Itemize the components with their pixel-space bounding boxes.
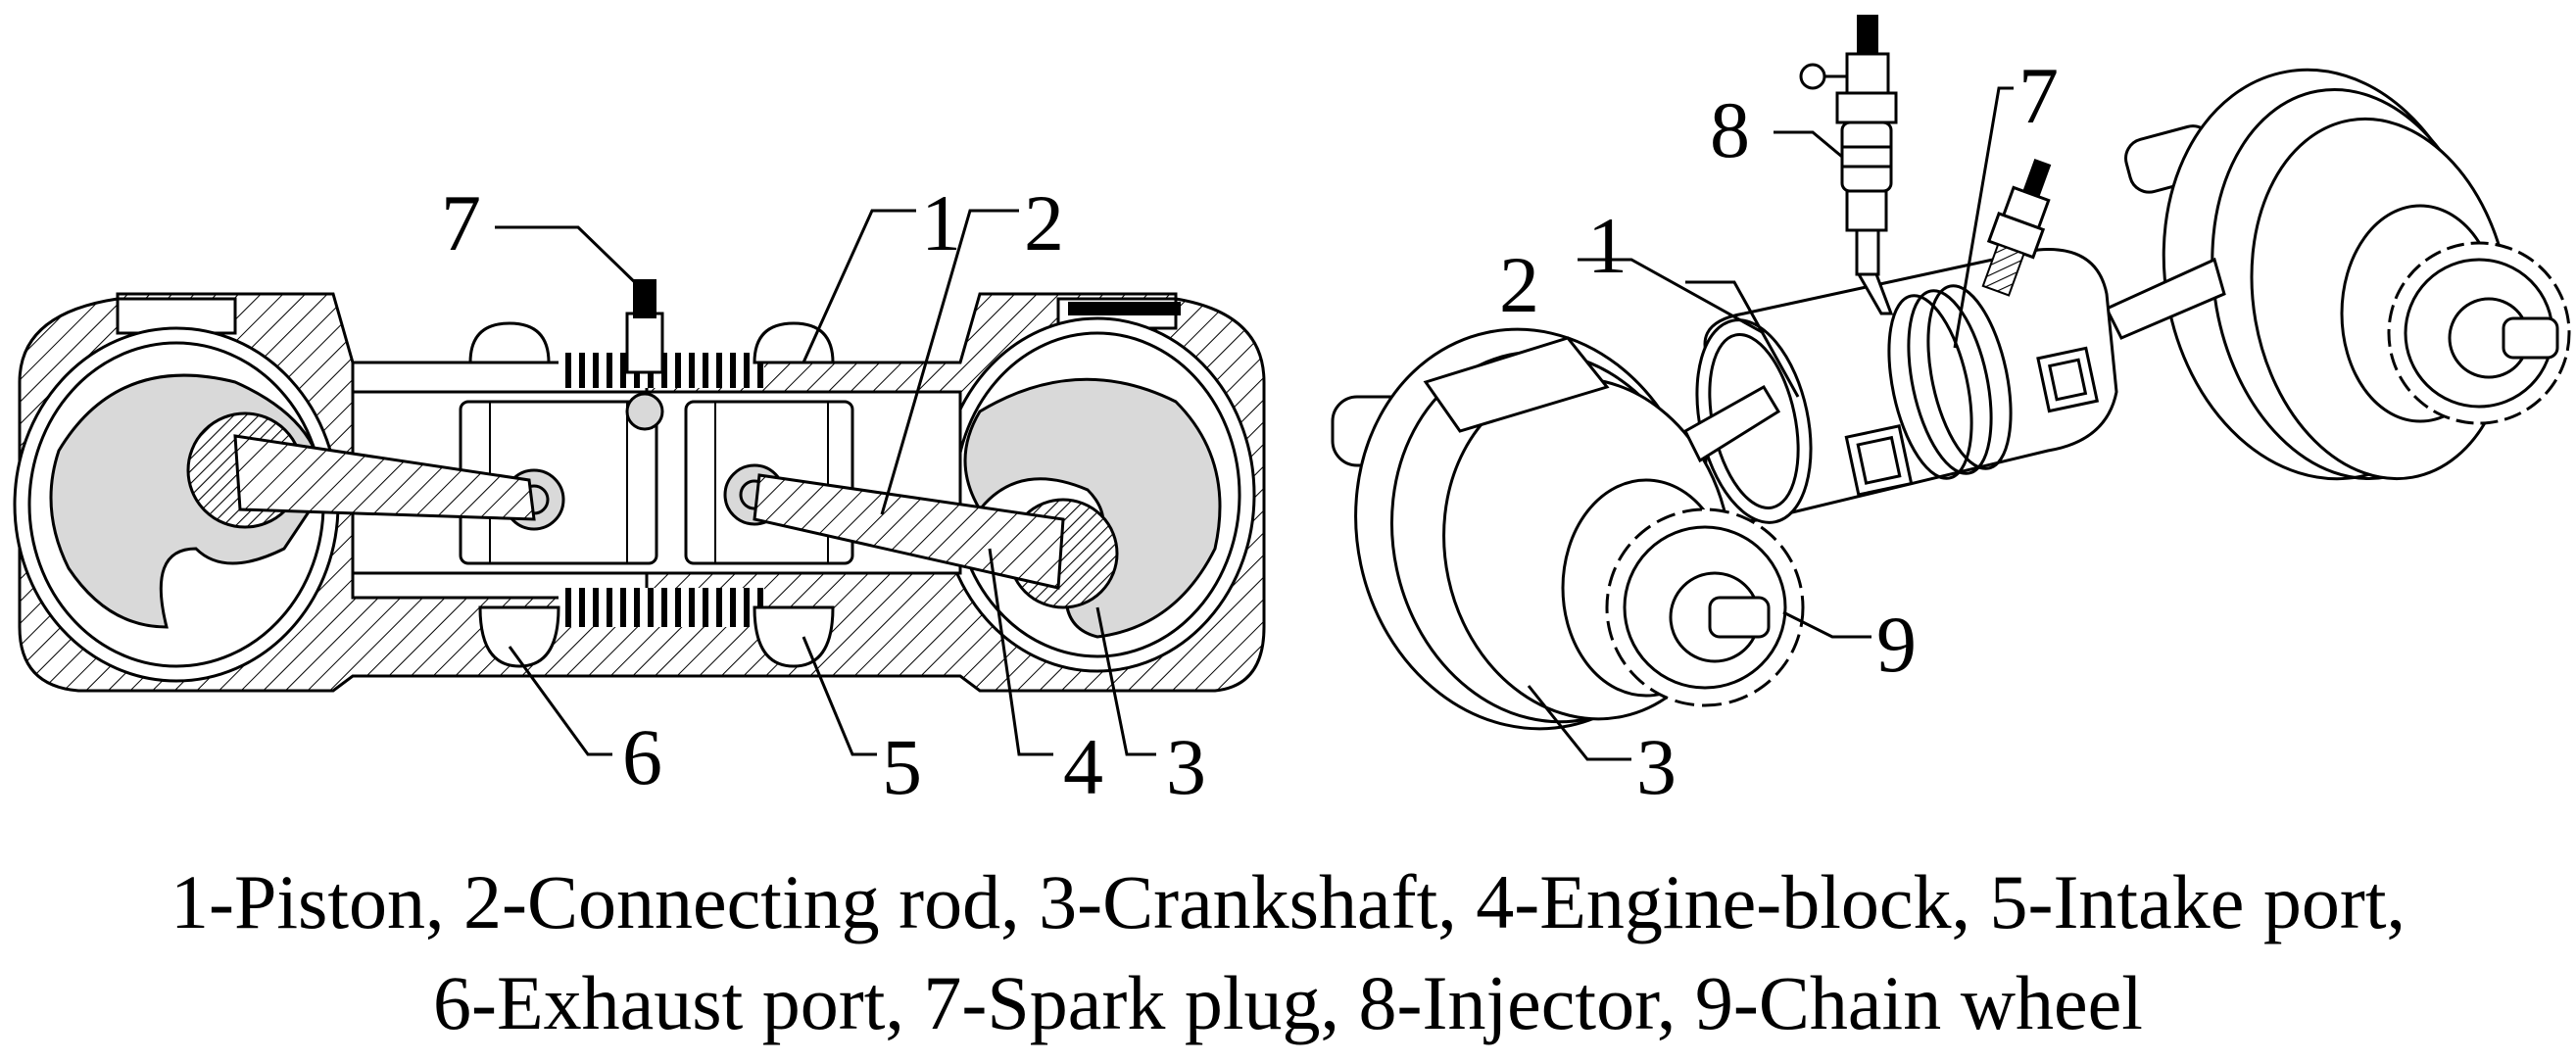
sectional-label-5: 5 [882,722,922,811]
top-port-right [753,321,835,364]
near-connecting-rod [1683,384,1781,463]
assembly-label-9: 9 [1876,600,1917,689]
injector [1799,15,1898,315]
left-connecting-rod [233,434,536,521]
assembly-label-2: 2 [1499,240,1539,329]
assembly-label-3: 3 [1636,722,1677,811]
port-window-1 [1844,424,1914,497]
sectional-view: 7 1 2 6 5 4 3 [13,178,1266,811]
right-top-plate [1068,302,1181,315]
assembly-label-1: 1 [1587,201,1628,290]
port-window-2 [2036,346,2100,413]
sectional-label-7: 7 [441,178,481,267]
sectional-label-4: 4 [1063,722,1103,811]
sectional-label-6: 6 [622,712,662,801]
assembly-view: 8 7 1 2 9 3 [1331,15,2571,811]
spark-plug [1981,159,2052,297]
caption-line-2: 6-Exhaust port, 7-Spark plug, 8-Injector… [433,960,2143,1045]
right-crank-web [963,377,1222,639]
exhaust-port [478,605,560,668]
caption-line-1: 1-Piston, 2-Connecting rod, 3-Crankshaft… [170,859,2406,944]
near-chain-wheel [1605,507,1805,707]
right-connecting-rod [753,473,1065,590]
cooling-fins-bottom [559,588,764,627]
far-chain-wheel [2387,241,2571,425]
far-crankshaft [2124,68,2571,481]
assembly-label-7: 7 [2018,51,2059,140]
sectional-label-3: 3 [1166,722,1206,811]
sectional-label-1: 1 [921,178,961,267]
far-connecting-rod [2104,257,2226,340]
top-port-left [468,321,551,364]
intake-port [753,605,835,668]
assembly-label-8: 8 [1710,85,1750,174]
near-crankshaft [1331,327,1805,731]
sectional-label-2: 2 [1024,178,1064,267]
cylinder-assembly [1695,248,2118,524]
spark-plug-body [625,312,664,374]
